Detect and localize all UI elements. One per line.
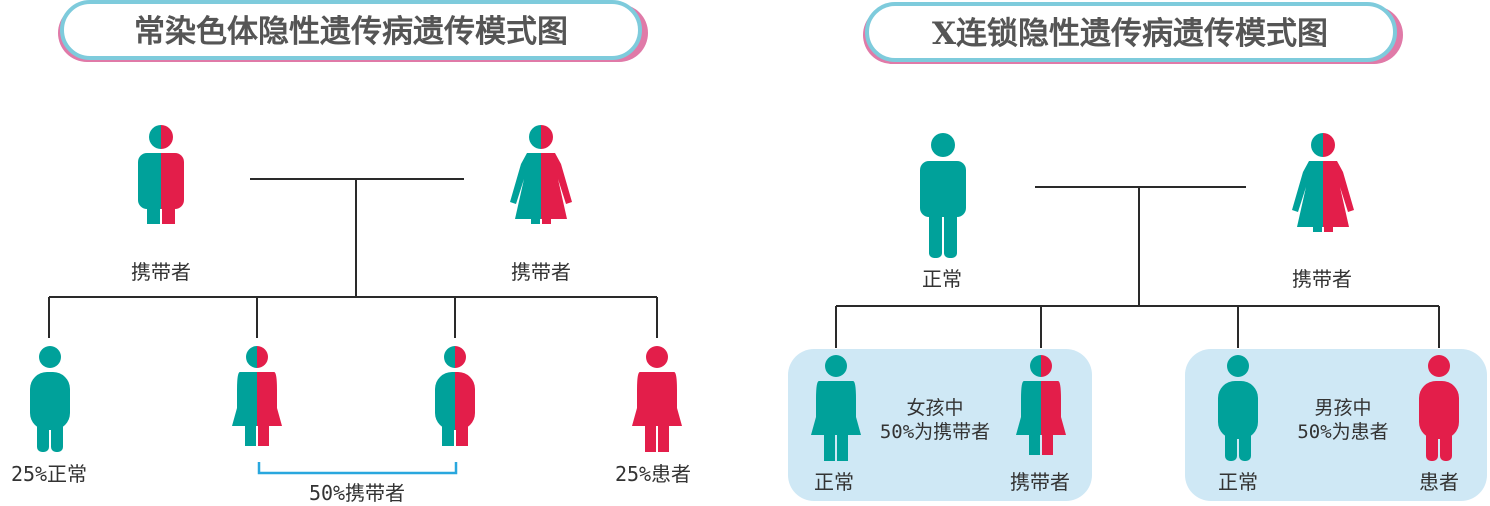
son-figure-affected (1419, 355, 1459, 461)
daughters-note-line2: 50%为携带者 (880, 421, 990, 443)
mother-figure-carrier (1292, 133, 1354, 232)
father-figure-carrier (138, 125, 184, 224)
left-carrier-note: 50%携带者 (309, 481, 405, 505)
left-title: 常染色体隐性遗传病遗传模式图 (134, 14, 568, 50)
left-pedigree-lines (48, 178, 658, 338)
son-figure-normal (1218, 355, 1258, 461)
right-mother-label: 携带者 (1292, 267, 1352, 291)
daughters-note-line1: 女孩中 (906, 397, 963, 419)
child-figure-carrier-girl (232, 346, 282, 446)
son-normal-label: 正常 (1218, 470, 1258, 494)
daughters-box (788, 349, 1092, 501)
son-affected-label: 患者 (1419, 470, 1459, 494)
father-figure-normal (920, 133, 966, 258)
daughter-figure-carrier (1016, 355, 1066, 455)
right-title-banner: X连锁隐性遗传病遗传模式图 (863, 2, 1403, 64)
daughter-figure-normal (811, 355, 861, 461)
sons-note-line1: 男孩中 (1314, 397, 1371, 419)
daughter-normal-label: 正常 (814, 470, 854, 494)
left-mother-label: 携带者 (511, 260, 571, 284)
daughter-carrier-label: 携带者 (1010, 470, 1070, 494)
right-father-label: 正常 (922, 267, 962, 291)
left-child-affected-label: 25%患者 (615, 462, 691, 486)
left-child-normal-label: 25%正常 (11, 462, 87, 486)
sons-note-line2: 50%为患者 (1297, 421, 1388, 443)
child-figure-normal (30, 346, 70, 452)
child-figure-carrier-boy (435, 346, 475, 446)
left-father-label: 携带者 (131, 260, 191, 284)
sons-box (1185, 349, 1487, 501)
child-figure-affected-girl (632, 346, 682, 452)
left-title-banner: 常染色体隐性遗传病遗传模式图 (58, 0, 648, 62)
right-pedigree-lines (835, 186, 1440, 348)
mother-figure-carrier (510, 125, 572, 224)
right-title: X连锁隐性遗传病遗传模式图 (932, 16, 1328, 52)
carrier-bracket (257, 462, 458, 475)
